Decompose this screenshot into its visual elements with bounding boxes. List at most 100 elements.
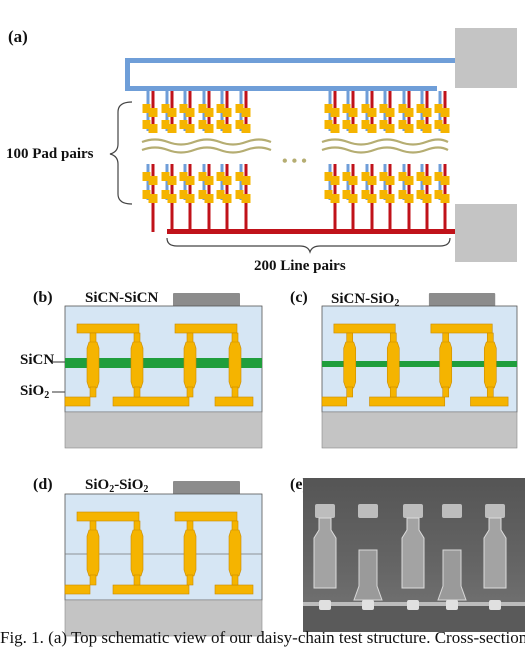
panel-d-title: SiO2-SiO2 [85,477,148,495]
pad-square [331,176,340,185]
pad-square [405,124,414,133]
metal-pad [347,333,353,343]
pad-square [423,108,432,117]
pad-column [362,91,377,232]
pad-square [223,124,232,133]
pad-square [368,124,377,133]
pad-column [380,91,395,232]
bond-via [440,342,452,388]
bond-via [387,342,399,388]
break-waves [142,140,448,153]
panel-b-sicn-sicn: (b) SiCN-SiCN SiCN SiO2 [20,289,262,448]
pad-column [399,91,414,232]
metal-pad [65,585,90,594]
pad-square [349,124,358,133]
pad-square [149,124,158,133]
metal-pad [113,585,189,594]
pad-square [331,194,340,203]
pad-square [205,194,214,203]
metal-pad [90,521,96,531]
sem-cap [358,504,378,518]
pad-square [205,108,214,117]
probe-pad-top [455,28,517,88]
pad-square [168,124,177,133]
metal-pad [134,521,140,531]
substrate [65,412,262,448]
panel-c-label: (c) [290,289,308,306]
bond-via [87,342,99,388]
bond-via [229,530,241,576]
panel-e-sem-image: (e) [290,476,525,632]
metal-pad [90,387,96,397]
metal-pad [334,324,395,333]
metal-pad [134,387,140,397]
pad-square [242,108,251,117]
pad-square [441,124,450,133]
pad-pairs-label: 100 Pad pairs [6,146,94,162]
pad-square [368,194,377,203]
metal-pad [431,324,492,333]
metal-pad [65,397,90,406]
pad-square [441,176,450,185]
metal-pad [232,575,238,585]
metal-pad [187,387,193,397]
metal-pad [390,333,396,343]
metal-pad [390,387,396,397]
metal-pad [347,387,353,397]
metal-pad [175,324,237,333]
sem-foot [407,600,419,610]
pad-square [368,108,377,117]
pad-square [423,194,432,203]
bond-via [184,342,196,388]
panel-a-label: (a) [8,27,28,46]
panel-d-stack [65,481,262,636]
metal-pad [232,521,238,531]
line-pairs-brace [167,238,450,252]
metal-pad [487,333,493,343]
metal-pad [134,575,140,585]
pad-square [186,194,195,203]
sem-foot [362,600,374,610]
pad-square [405,176,414,185]
pad-pairs-brace [110,102,132,204]
metal-pad [113,397,189,406]
pad-square [386,124,395,133]
sio2-layer-label: SiO2 [20,383,49,401]
pad-square [149,194,158,203]
metal-pad [215,397,253,406]
pad-column [435,91,450,232]
pad-column [236,91,251,232]
bond-via [184,530,196,576]
metal-pad [443,387,449,397]
panel-b-stack [65,293,262,448]
sem-cap [403,504,423,518]
pad-square [168,194,177,203]
bond-via [87,530,99,576]
pad-square [405,108,414,117]
pad-square [441,108,450,117]
metal-pad [322,397,347,406]
ellipsis-dots: • • • [282,153,307,170]
pad-square [149,108,158,117]
bond-via [131,530,143,576]
metal-pad [370,397,445,406]
sem-cap [442,504,462,518]
sem-cap [485,504,505,518]
metal-pad [77,324,139,333]
bond-via [484,342,496,388]
metal-pad [90,333,96,343]
figure-caption: Fig. 1. (a) Top schematic view of our da… [0,624,525,652]
pad-square [168,108,177,117]
substrate [322,412,517,448]
metal-pad [470,397,508,406]
pad-square [331,124,340,133]
pad-square [168,176,177,185]
metal-pad [487,387,493,397]
metal-pad [187,333,193,343]
pad-square [423,124,432,133]
pad-square [186,176,195,185]
sem-cap [315,504,335,518]
metal-pad [77,512,139,521]
pad-square [205,176,214,185]
